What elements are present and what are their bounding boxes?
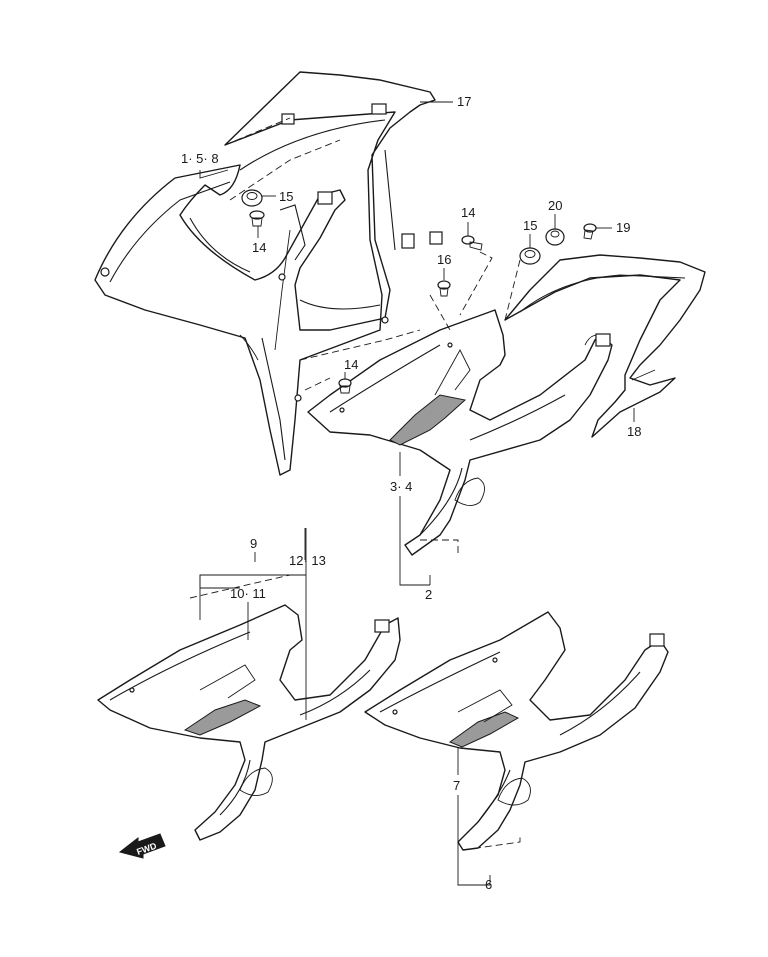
callout-14-left: 14: [252, 240, 266, 255]
callout-20: 20: [548, 198, 562, 213]
side-panel-rear: [504, 254, 706, 438]
callout-7: 7: [453, 778, 460, 793]
screw-19: [583, 223, 597, 240]
hardware-items: [241, 189, 597, 394]
assembly-dashed-lines: [189, 117, 521, 851]
callout-1-5-8: 1· 5· 8: [181, 151, 219, 166]
callout-15-left: 15: [279, 189, 293, 204]
callout-labels: 17 1· 5· 8 15 14 14 16 15 20 19 14 18 3·…: [181, 94, 641, 892]
callout-19: 19: [616, 220, 630, 235]
callout-18: 18: [627, 424, 641, 439]
callout-6: 6: [485, 877, 492, 892]
lower-cowling-right: [364, 611, 669, 851]
callout-10-11: 10· 11: [230, 586, 266, 601]
fwd-arrow-icon: FWD: [118, 833, 166, 859]
callout-3-4: 3· 4: [390, 479, 412, 494]
lower-cowling-left: [97, 604, 401, 841]
grommet-20: [545, 228, 565, 246]
screw-14-left: [249, 210, 265, 227]
callout-15-right: 15: [523, 218, 537, 233]
screw-14-center: [461, 235, 483, 251]
callout-17: 17: [457, 94, 471, 109]
screw-16: [437, 280, 451, 297]
callout-14-lower: 14: [344, 357, 358, 372]
callout-9: 9: [250, 536, 257, 551]
callout-14-center: 14: [461, 205, 475, 220]
under-cowling-center: [307, 309, 613, 556]
grommet-15-left: [241, 189, 263, 207]
grommet-15-right: [519, 247, 541, 265]
callout-16: 16: [437, 252, 451, 267]
leader-lines: [199, 101, 635, 886]
callout-12-13: 12· 13: [289, 553, 326, 568]
callout-2: 2: [425, 587, 432, 602]
